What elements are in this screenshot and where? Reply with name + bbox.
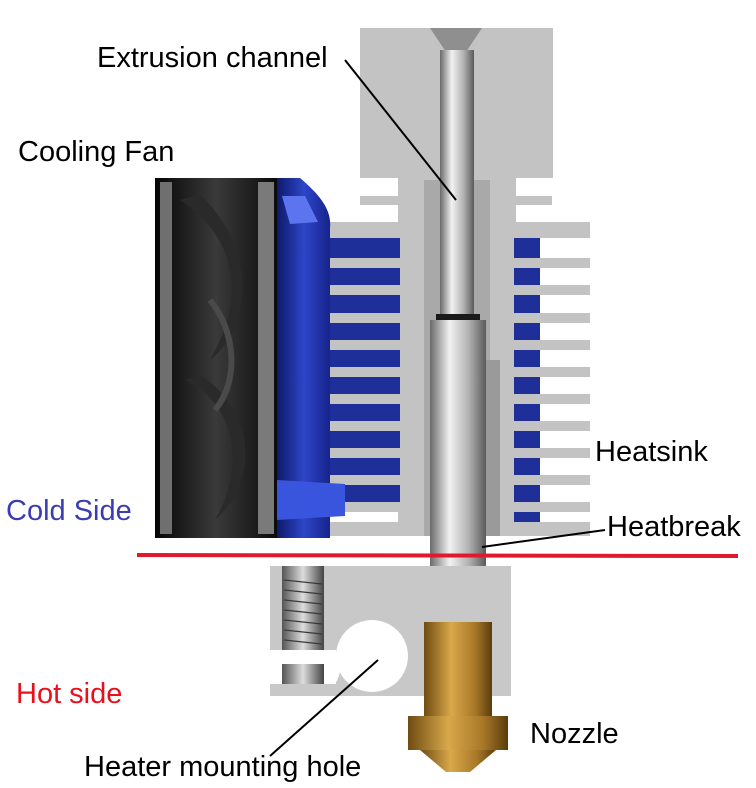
leader-heatbreak [481,529,606,548]
leader-extrusion-channel [344,59,457,201]
label-extrusion-channel: Extrusion channel [97,42,328,74]
label-cooling-fan: Cooling Fan [18,136,175,168]
label-heatsink: Heatsink [595,436,708,468]
cold-hot-divider [136,553,739,558]
leader-heater-hole [269,659,379,757]
cooling-fan [155,178,345,538]
extrusion-tube [440,50,474,320]
label-nozzle: Nozzle [530,718,619,750]
label-heater-mounting-hole: Heater mounting hole [84,751,362,783]
label-cold-side: Cold Side [6,495,132,527]
label-hot-side: Hot side [16,678,123,710]
nozzle [408,622,508,772]
label-heatbreak: Heatbreak [607,511,741,543]
